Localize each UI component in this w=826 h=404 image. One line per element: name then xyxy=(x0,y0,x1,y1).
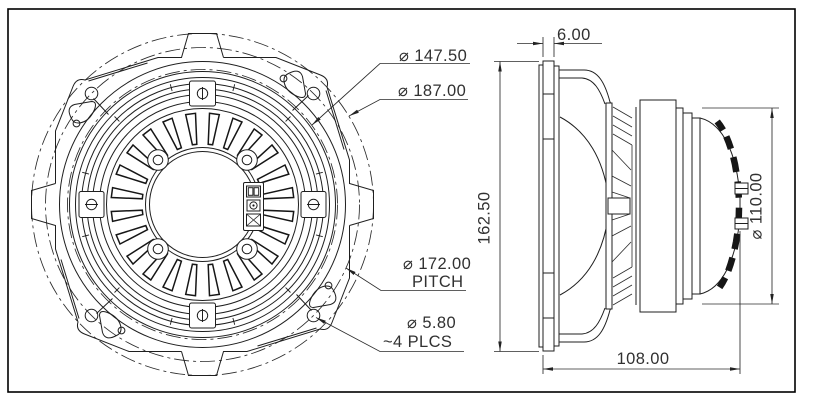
fin-slot xyxy=(161,258,183,292)
fin-slot xyxy=(222,258,244,292)
rear-cap-ring xyxy=(691,117,701,295)
back-plate-ring xyxy=(675,107,684,305)
dim-label-187: ⌀ 187.00 xyxy=(398,82,466,100)
surround-tick xyxy=(82,171,90,175)
front-view xyxy=(31,33,374,376)
rear-dome-fins xyxy=(714,119,743,290)
rear-fin xyxy=(716,276,729,290)
dim-label-16250: 162.50 xyxy=(476,192,494,245)
leader-580 xyxy=(315,317,464,352)
fin-slot xyxy=(222,117,244,151)
terminal-block xyxy=(243,182,264,231)
frame-opening xyxy=(59,61,346,348)
surround-outer xyxy=(75,77,330,332)
surround-tick xyxy=(114,287,120,293)
surround-tick xyxy=(232,317,236,325)
dim-label-147: ⌀ 147.50 xyxy=(399,47,467,65)
magnet-assembly xyxy=(635,99,749,313)
dim-label-11000: ⌀ 110.00 xyxy=(748,173,766,240)
cutout-circle-147 xyxy=(67,69,338,340)
surround-tick xyxy=(82,234,90,238)
mounting-flange xyxy=(542,60,555,352)
flange-panel-lines xyxy=(543,93,554,319)
dimensions: ⌀ 147.50 ⌀ 187.00 ⌀ 172.00 PITCH ⌀ 5.80 … xyxy=(311,26,779,374)
surround-tick xyxy=(169,84,173,92)
surround-tick xyxy=(169,317,173,325)
surround-tick xyxy=(285,287,291,293)
cone-edge xyxy=(92,94,313,315)
fin-slot xyxy=(184,112,198,146)
leader-187 xyxy=(348,99,468,117)
basket-profile xyxy=(559,69,612,343)
fin-slot xyxy=(115,224,149,246)
cone-screws xyxy=(147,149,258,260)
rear-fin xyxy=(730,156,740,173)
cone-ring xyxy=(99,101,306,308)
side-view xyxy=(538,60,749,352)
leader-172 xyxy=(345,267,466,291)
surround-inner xyxy=(86,88,319,321)
fin-slot xyxy=(261,186,295,200)
surround-tick xyxy=(315,234,323,238)
dim-label-172: ⌀ 172.00 xyxy=(403,255,471,273)
fin-slot xyxy=(261,209,295,223)
fin-slot xyxy=(115,163,149,185)
surround-tick xyxy=(114,116,120,122)
rear-fin xyxy=(723,135,734,150)
surround-tick-marks xyxy=(82,84,323,325)
dim-label-10800: 108.00 xyxy=(617,350,670,368)
fin-slot xyxy=(110,186,144,200)
surround-tick xyxy=(285,116,291,122)
heatsink-fins-side xyxy=(607,106,633,306)
fin-slot xyxy=(110,209,144,223)
terminal-screw xyxy=(249,201,258,210)
fin-slot xyxy=(207,112,221,146)
surround-tick xyxy=(232,84,236,92)
rear-dome xyxy=(699,117,741,295)
surround-tick xyxy=(315,171,323,175)
fin-slot xyxy=(256,163,290,185)
dim-label-172-note: PITCH xyxy=(412,273,464,291)
fin-slot xyxy=(184,263,198,297)
heatsink-outer xyxy=(106,108,299,301)
bolt-pitch-circle-172 xyxy=(45,47,360,362)
fin-slot xyxy=(207,263,221,297)
drawing-border xyxy=(7,8,796,393)
dim-label-580-note: ~4 PLCS xyxy=(383,333,452,351)
rear-fin xyxy=(714,119,726,132)
leader-147 xyxy=(311,63,470,126)
magnet-block xyxy=(639,99,677,313)
spider-hub xyxy=(607,197,631,215)
dim-label-580: ⌀ 5.80 xyxy=(407,314,456,332)
frame-back-plate xyxy=(553,65,560,347)
rear-cap-flange xyxy=(682,112,693,300)
rear-fin xyxy=(725,256,736,272)
dim-label-600: 6.00 xyxy=(557,26,591,44)
fin-slot xyxy=(161,117,183,151)
rear-fin xyxy=(731,233,741,250)
gasket-plate xyxy=(538,64,544,348)
gasket-ring xyxy=(69,71,336,338)
heatsink-fin-slots xyxy=(110,112,295,297)
